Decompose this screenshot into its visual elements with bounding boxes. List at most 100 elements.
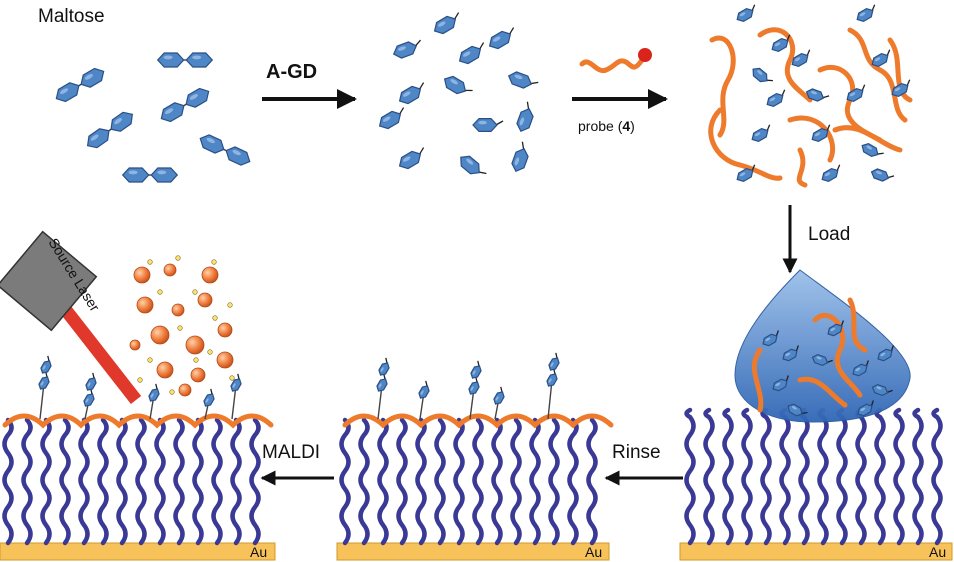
sugar-ring-icon bbox=[443, 75, 467, 95]
glucose-molecule-icon bbox=[493, 386, 505, 405]
alkyl-chain bbox=[173, 417, 185, 546]
sugar-ring bbox=[433, 15, 457, 35]
sugar-ring-highlight bbox=[810, 91, 817, 95]
sugar-ring-highlight bbox=[192, 55, 202, 60]
sugar-ring-icon bbox=[38, 376, 50, 390]
sugar-ring bbox=[870, 168, 890, 182]
sugar-ring-highlight bbox=[232, 149, 241, 156]
sugar-ring-icon bbox=[493, 391, 505, 405]
probe-chain bbox=[757, 27, 813, 103]
glucose-molecule-icon bbox=[203, 388, 215, 407]
sugar-ring-icon bbox=[230, 378, 242, 392]
probe-label-close: ) bbox=[630, 118, 635, 134]
sugar-ring-highlight bbox=[876, 386, 882, 390]
sugar-ring-icon bbox=[736, 167, 754, 183]
captured-probe-chain bbox=[2, 413, 274, 429]
sugar-ring-highlight bbox=[874, 57, 881, 62]
sugar-ring-highlight bbox=[754, 132, 761, 137]
sugar-ring-highlight bbox=[757, 70, 763, 75]
sugar-ring bbox=[376, 378, 388, 392]
desorbed-ions bbox=[129, 255, 235, 397]
sugar-ring-highlight bbox=[402, 156, 411, 162]
ion-dot-icon bbox=[211, 259, 217, 265]
sugar-ring-left bbox=[156, 52, 185, 68]
sugar-ring bbox=[392, 41, 418, 59]
sugar-ring-icon bbox=[488, 30, 512, 50]
ion-dot-icon bbox=[207, 349, 213, 355]
sugar-ring-icon bbox=[782, 348, 798, 362]
sugar-ring-highlight bbox=[232, 383, 236, 388]
glucose-molecule-icon bbox=[230, 373, 242, 392]
sugar-ring-highlight bbox=[472, 370, 476, 375]
alkyl-chain bbox=[586, 417, 598, 546]
sugar-ring-icon bbox=[751, 127, 769, 143]
alkyl-chain bbox=[116, 417, 128, 546]
sugar-ring-icon bbox=[811, 127, 829, 143]
glucose-molecule-icon bbox=[516, 101, 534, 133]
sugar-ring bbox=[511, 147, 529, 173]
alkyl-chain bbox=[59, 417, 71, 546]
sugar-ring bbox=[751, 127, 769, 143]
glucose-molecule-icon bbox=[752, 67, 773, 83]
alkyl-chain bbox=[453, 417, 465, 546]
probe-chain bbox=[847, 27, 908, 123]
probe-label: probe (4) bbox=[578, 118, 635, 134]
ion-icon bbox=[197, 292, 213, 308]
sugar-ring-icon bbox=[546, 373, 558, 387]
sugar-ring-icon bbox=[791, 52, 809, 68]
sugar-ring-highlight bbox=[739, 172, 746, 177]
probe-chain bbox=[709, 35, 736, 138]
sugar-ring-icon bbox=[891, 82, 909, 98]
alkyl-chain bbox=[249, 417, 261, 546]
sugar-ring-icon bbox=[857, 403, 873, 417]
sugar-ring bbox=[203, 393, 215, 407]
sugar-ring bbox=[443, 75, 467, 95]
sugar-ring bbox=[782, 348, 798, 362]
ion-dot-icon bbox=[193, 357, 199, 363]
sugar-ring-icon bbox=[772, 378, 788, 392]
glucose-molecule-icon bbox=[782, 345, 800, 362]
glucose-molecule-icon bbox=[148, 383, 160, 402]
alkyl-chain bbox=[230, 417, 242, 546]
glucose-molecule-icon bbox=[511, 141, 529, 173]
alkyl-chain bbox=[529, 417, 541, 546]
ion-icon bbox=[136, 296, 154, 314]
sugar-ring-highlight bbox=[378, 383, 382, 388]
sugar-ring bbox=[458, 45, 482, 65]
sugar-ring-left bbox=[55, 82, 80, 103]
probe-chain bbox=[708, 107, 783, 181]
glucose-molecule-icon bbox=[460, 155, 487, 175]
sugar-ring bbox=[877, 348, 893, 362]
glucose-molecule-icon bbox=[871, 383, 893, 397]
probe-chain bbox=[796, 147, 808, 188]
sugar-ring-highlight bbox=[382, 116, 391, 122]
captured-probes-middle bbox=[342, 352, 614, 429]
captured-probe-chain bbox=[342, 413, 614, 429]
sugar-ring-right bbox=[185, 52, 214, 68]
alkyl-chain bbox=[211, 417, 223, 546]
load-label: Load bbox=[808, 224, 850, 245]
sugar-ring bbox=[846, 87, 864, 103]
maltose-molecule-icon bbox=[86, 111, 134, 149]
sugar-ring-icon bbox=[458, 45, 482, 65]
maltose-molecules bbox=[55, 52, 251, 183]
sugar-ring-icon bbox=[827, 323, 843, 337]
sugar-ring bbox=[752, 67, 768, 83]
maltose-molecule-icon bbox=[121, 167, 179, 183]
sugar-ring bbox=[857, 403, 873, 417]
sugar-ring bbox=[40, 360, 52, 374]
sugar-ring-icon bbox=[83, 393, 95, 407]
glucose-molecule-icon bbox=[766, 89, 786, 108]
sugar-ring bbox=[772, 378, 788, 392]
sugar-ring-highlight bbox=[774, 42, 781, 47]
sugar-ring-highlight bbox=[519, 117, 525, 126]
sugar-ring-icon bbox=[378, 110, 402, 130]
sugar-ring bbox=[811, 353, 829, 367]
ion-dot-icon bbox=[157, 289, 163, 295]
ion-icon bbox=[129, 339, 141, 351]
sugar-ring bbox=[493, 391, 505, 405]
glucose-molecule-icon bbox=[472, 117, 504, 132]
sugar-ring-icon bbox=[861, 142, 879, 158]
au-label-right: Au bbox=[929, 544, 946, 560]
agd-label: A-GD bbox=[266, 61, 317, 83]
